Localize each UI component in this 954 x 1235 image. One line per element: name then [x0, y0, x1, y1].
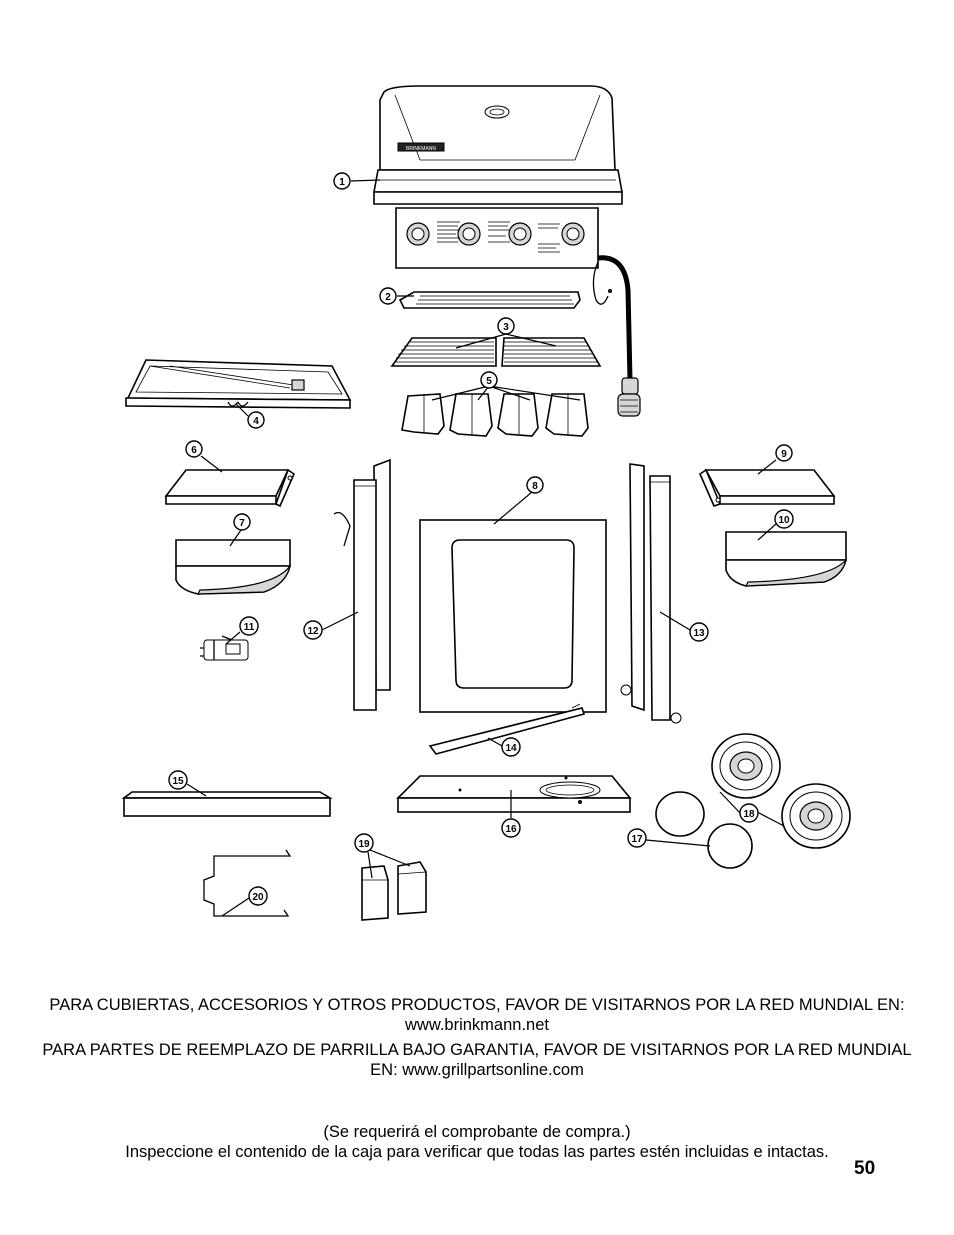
- callout-4: 4: [247, 411, 265, 429]
- part-left-side-shelf: [164, 468, 296, 508]
- part-tank-hanger: [203, 849, 292, 917]
- svg-text:10: 10: [778, 515, 790, 526]
- part-hood: BRINKMANN: [373, 85, 623, 205]
- svg-text:20: 20: [252, 892, 264, 903]
- svg-text:1: 1: [339, 177, 345, 188]
- callout-16: 16: [501, 818, 521, 838]
- svg-text:8: 8: [532, 481, 538, 492]
- svg-text:14: 14: [505, 743, 517, 754]
- svg-text:18: 18: [743, 809, 755, 820]
- knob-4-icon: [561, 222, 585, 246]
- callout-8: 8: [526, 476, 544, 494]
- callout-6: 6: [185, 440, 203, 458]
- callout-14: 14: [501, 737, 521, 757]
- part-control-panel: [395, 207, 599, 269]
- svg-text:11: 11: [244, 622, 255, 633]
- svg-text:17: 17: [631, 834, 643, 845]
- svg-text:3: 3: [503, 322, 509, 333]
- leader-lines: [186, 179, 785, 917]
- callout-5: 5: [480, 371, 498, 389]
- callout-9: 9: [775, 444, 793, 462]
- svg-text:4: 4: [253, 416, 259, 427]
- callout-3: 3: [497, 317, 515, 335]
- accessories-website-note: PARA CUBIERTAS, ACCESORIOS Y OTROS PRODU…: [49, 996, 905, 1034]
- callout-17: 17: [627, 828, 647, 848]
- part-leg-feet: [361, 861, 427, 921]
- knob-2-icon: [457, 222, 481, 246]
- callout-2: 2: [379, 287, 397, 305]
- part-right-legs: [620, 463, 682, 724]
- brand-plate-text: BRINKMANN: [406, 146, 436, 152]
- svg-text:7: 7: [239, 518, 245, 529]
- svg-text:6: 6: [191, 445, 197, 456]
- svg-text:16: 16: [505, 824, 517, 835]
- part-cross-bar: [428, 703, 586, 755]
- knob-3-icon: [508, 222, 532, 246]
- part-cooking-grates: [390, 337, 602, 367]
- part-wheels: [711, 733, 851, 849]
- callout-18: 18: [739, 803, 759, 823]
- callout-19: 19: [354, 833, 374, 853]
- svg-text:19: 19: [358, 839, 370, 850]
- part-flame-tamers: [401, 393, 589, 437]
- part-right-side-shelf: [698, 468, 836, 507]
- part-warming-rack: [398, 291, 581, 309]
- svg-text:2: 2: [385, 292, 391, 303]
- svg-text:9: 9: [781, 449, 787, 460]
- callout-1: 1: [333, 172, 351, 190]
- callout-12: 12: [303, 620, 323, 640]
- part-grease-tray: [125, 359, 352, 409]
- proof-of-purchase-note: (Se requerirá el comprobante de compra.): [323, 1123, 631, 1141]
- svg-text:15: 15: [172, 776, 184, 787]
- part-gas-hose: [592, 255, 641, 417]
- part-igniter: [200, 635, 249, 661]
- callout-10: 10: [774, 509, 794, 529]
- part-back-panel: [419, 519, 607, 713]
- callout-11: 11: [239, 616, 259, 636]
- svg-text:13: 13: [693, 628, 705, 639]
- part-left-legs: [333, 458, 391, 711]
- svg-text:12: 12: [307, 626, 319, 637]
- replacement-parts-website-note: PARA PARTES DE REEMPLAZO DE PARRILLA BAJ…: [42, 1041, 912, 1079]
- svg-text:5: 5: [486, 376, 492, 387]
- inspect-contents-note: Inspeccione el contenido de la caja para…: [125, 1143, 829, 1161]
- exploded-parts-diagram: BRINKMANN: [121, 85, 851, 921]
- callout-7: 7: [233, 513, 251, 531]
- page-number: 50: [854, 1158, 876, 1179]
- callout-13: 13: [689, 622, 709, 642]
- callout-20: 20: [248, 886, 268, 906]
- part-left-shelf-front: [175, 539, 291, 595]
- callout-15: 15: [168, 770, 188, 790]
- part-front-rail: [121, 791, 333, 817]
- part-right-shelf-front: [725, 531, 848, 587]
- part-bottom-shelf: [396, 775, 632, 813]
- part-wheel-caps: [655, 791, 753, 869]
- knob-1-icon: [406, 222, 430, 246]
